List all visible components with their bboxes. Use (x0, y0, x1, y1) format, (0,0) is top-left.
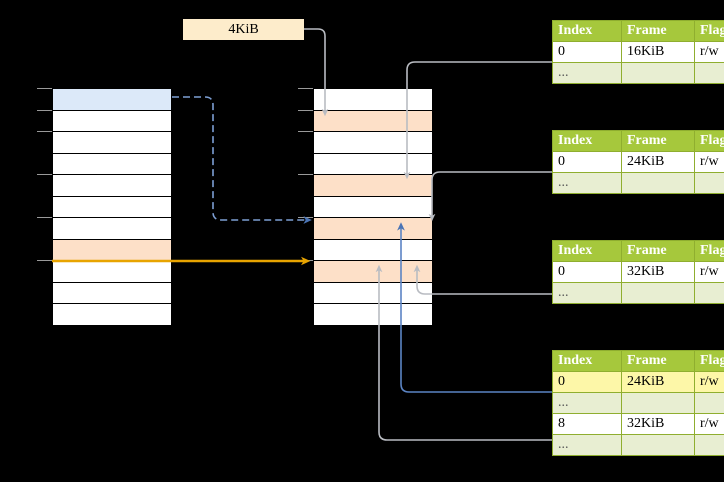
column-header-flags: Flags (694, 20, 724, 42)
column-header-frame: Frame (621, 240, 695, 262)
phys-row-1 (313, 109, 433, 132)
table-row[interactable]: ... (552, 434, 724, 456)
column-header-frame: Frame (621, 130, 695, 152)
cell-index: ... (552, 282, 622, 304)
page-table-level-2: IndexFrameFlags024KiBr/w... (552, 130, 724, 194)
column-header-index: Index (552, 350, 622, 372)
phys-row-0 (313, 88, 433, 111)
phys-row-2 (313, 131, 433, 154)
cell-index: 0 (552, 41, 622, 63)
vas-row-1 (52, 109, 172, 132)
phys-tick-6 (298, 217, 313, 218)
cell-flags: r/w (694, 261, 724, 283)
phys-row-7 (313, 238, 433, 261)
phys-row-4 (313, 174, 433, 197)
vas-tick-2 (37, 131, 52, 132)
phys-tick-8 (298, 260, 313, 261)
cell-frame: 32KiB (621, 261, 695, 283)
phys-tick-2 (298, 131, 313, 132)
vas-row-9 (52, 281, 172, 304)
column-header-index: Index (552, 130, 622, 152)
cell-flags (694, 282, 724, 304)
cell-flags: r/w (694, 371, 724, 393)
vas-row-5 (52, 195, 172, 218)
vas-tick-1 (37, 109, 52, 111)
cell-frame: 24KiB (621, 371, 695, 393)
table-row[interactable]: ... (552, 282, 724, 304)
cell-frame: 32KiB (621, 413, 695, 435)
phys-row-8 (313, 260, 433, 283)
vas-row-6 (52, 217, 172, 240)
column-header-flags: Flags (694, 350, 724, 372)
cell-index: ... (552, 434, 622, 456)
cell-flags: r/w (694, 41, 724, 63)
vas-tick-8 (37, 260, 52, 261)
cell-flags (694, 172, 724, 194)
vas-tick-4 (37, 174, 52, 175)
column-header-index: Index (552, 20, 622, 42)
cell-index: 8 (552, 413, 622, 435)
phys-tick-1 (298, 109, 313, 111)
table-row[interactable]: ... (552, 392, 724, 414)
page-table-level-3: IndexFrameFlags032KiBr/w... (552, 240, 724, 304)
page-table-level-4: IndexFrameFlags024KiBr/w...832KiBr/w... (552, 350, 724, 456)
cell-flags (694, 434, 724, 456)
vas-row-10 (52, 303, 172, 326)
cell-frame (621, 434, 695, 456)
vas-row-0 (52, 88, 172, 111)
cell-index: 0 (552, 371, 622, 393)
phys-tick-0 (298, 88, 313, 89)
page-size-label: 4KiB (183, 19, 304, 40)
cell-frame (621, 282, 695, 304)
cell-frame: 24KiB (621, 151, 695, 173)
vas-row-2 (52, 131, 172, 154)
phys-row-6 (313, 217, 433, 240)
cell-index: ... (552, 172, 622, 194)
table-header-row: IndexFrameFlags (552, 240, 724, 262)
vas-row-3 (52, 152, 172, 175)
cell-index: ... (552, 392, 622, 414)
cell-flags (694, 392, 724, 414)
column-header-frame: Frame (621, 350, 695, 372)
column-header-flags: Flags (694, 240, 724, 262)
vas-tick-0 (37, 88, 52, 89)
phys-row-5 (313, 195, 433, 218)
vas-row-4 (52, 174, 172, 197)
cell-flags: r/w (694, 413, 724, 435)
phys-row-10 (313, 303, 433, 326)
cell-frame (621, 62, 695, 84)
cell-index: 0 (552, 151, 622, 173)
phys-row-9 (313, 281, 433, 304)
column-header-index: Index (552, 240, 622, 262)
cell-frame (621, 392, 695, 414)
cell-frame (621, 172, 695, 194)
column-header-frame: Frame (621, 20, 695, 42)
table-header-row: IndexFrameFlags (552, 130, 724, 152)
cell-index: 0 (552, 261, 622, 283)
cell-frame: 16KiB (621, 41, 695, 63)
cell-flags (694, 62, 724, 84)
vas-row-7 (52, 238, 172, 261)
cell-flags: r/w (694, 151, 724, 173)
vas-tick-6 (37, 217, 52, 218)
page-table-level-1: IndexFrameFlags016KiBr/w... (552, 20, 724, 84)
phys-tick-4 (298, 174, 313, 175)
table-row[interactable]: ... (552, 62, 724, 84)
table-header-row: IndexFrameFlags (552, 350, 724, 372)
cell-index: ... (552, 62, 622, 84)
vas-row-8 (52, 260, 172, 283)
table-row[interactable]: ... (552, 172, 724, 194)
table-header-row: IndexFrameFlags (552, 20, 724, 42)
column-header-flags: Flags (694, 130, 724, 152)
phys-row-3 (313, 152, 433, 175)
